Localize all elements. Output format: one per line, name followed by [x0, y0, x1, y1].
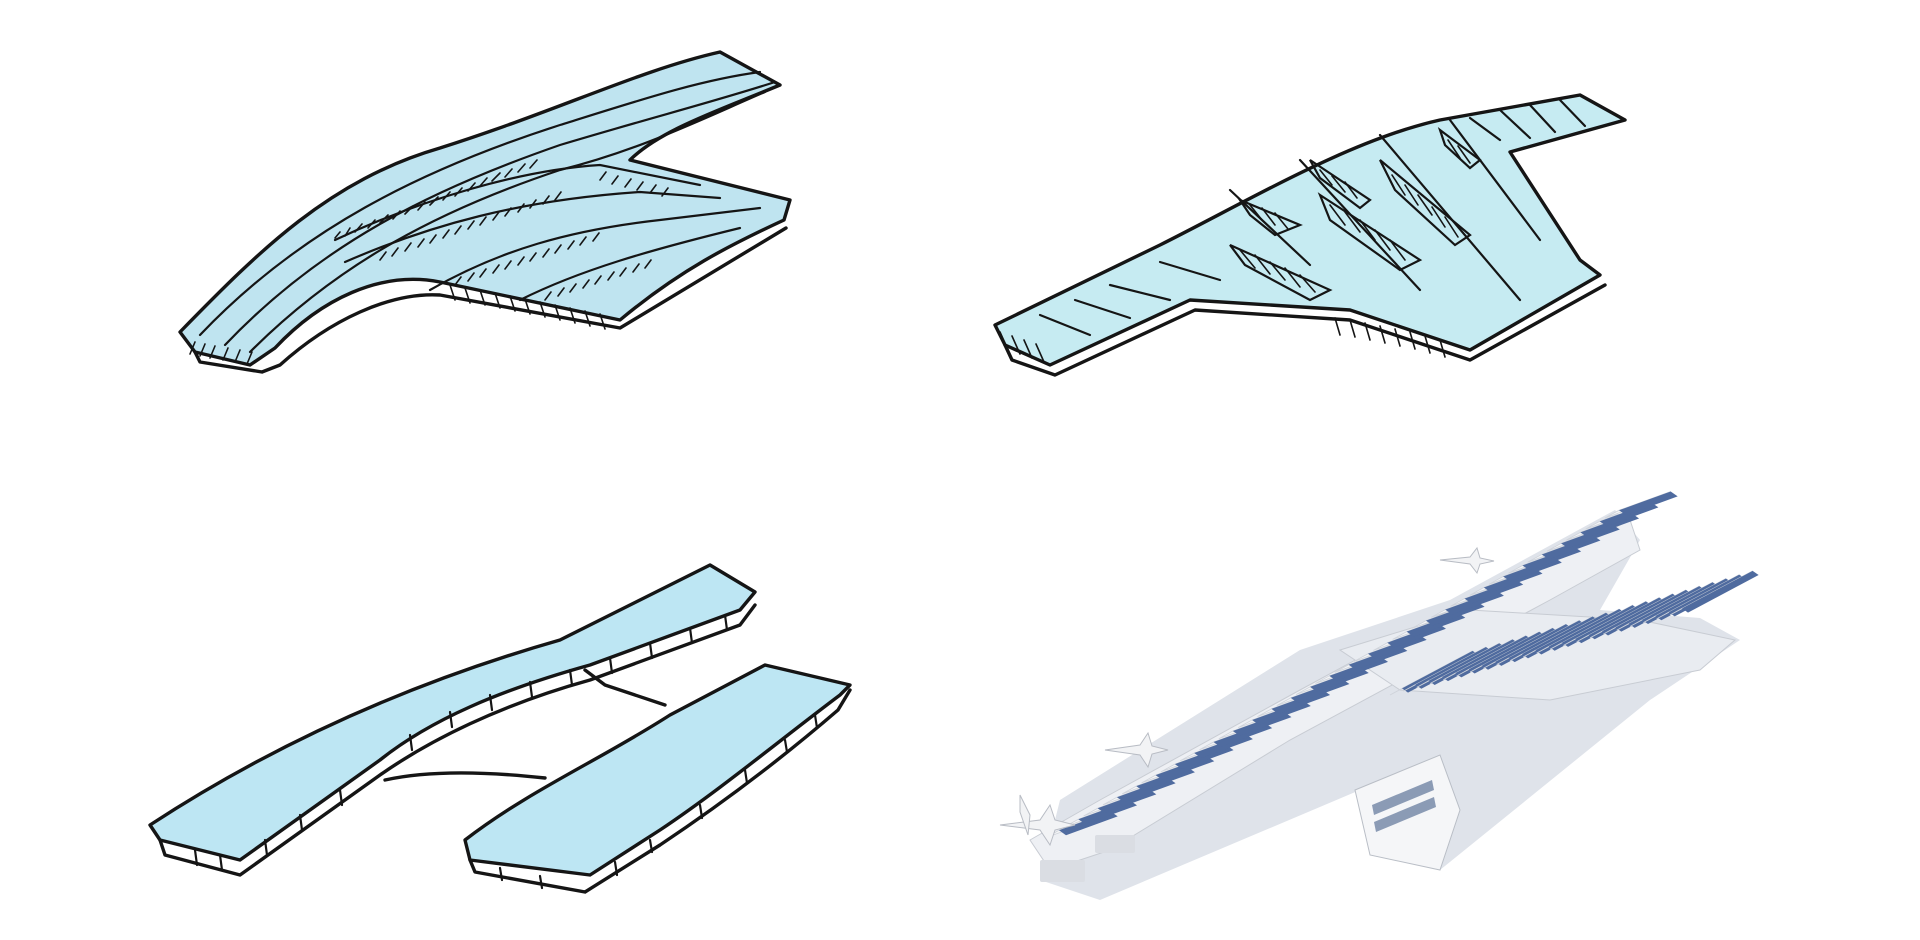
sketch-1-rib — [248, 90, 767, 354]
sketch-1-rib — [223, 80, 777, 347]
sketch-3-slab-second-ribs — [498, 713, 819, 890]
sketch-2-skylights — [999, 127, 1482, 363]
sketch-3-slab-second-fill — [465, 665, 850, 875]
sketch-curved-wing — [178, 50, 792, 374]
roof-rib-shade — [1619, 491, 1678, 516]
render-lower-block-windows — [1372, 780, 1436, 832]
sketch-1-rib — [428, 206, 762, 292]
sketch-3-slab-main-edge — [158, 603, 757, 877]
roof-rib-shade — [1682, 570, 1759, 613]
render-sawtooth-ribs — [1044, 491, 1759, 839]
sketch-1-rib — [518, 226, 742, 302]
sketch-2-outline — [993, 93, 1627, 367]
sketch-1-roof-fill — [180, 52, 790, 365]
render-base-shadow — [1040, 510, 1740, 900]
sketch-3-slab-main-fill — [150, 565, 755, 860]
aircraft-icon — [1439, 546, 1495, 575]
sketch-two-slabs — [148, 563, 852, 894]
sketch-2-roof-fill — [995, 95, 1625, 365]
sketch-3-slab-second-edge — [468, 688, 852, 894]
sketch-1-outline — [178, 50, 792, 367]
sketch-2-edge — [1003, 283, 1607, 377]
sketch-angular-plan — [993, 93, 1627, 377]
render-sawtooth-roof — [999, 491, 1759, 900]
sketch-1-rib — [198, 70, 762, 337]
sketch-3-slab-main-ribs — [193, 613, 729, 872]
sketch-3-slab-second-outline — [463, 663, 852, 877]
sketch-3-connector — [383, 668, 667, 782]
aircraft-icon — [999, 794, 1076, 847]
sketch-1-skylight-hatch — [189, 159, 669, 365]
sketch-3-slab-main-outline — [148, 563, 757, 862]
terminal-edge-figures — [1040, 835, 1135, 882]
sketch-1-edge-thickness — [193, 226, 788, 374]
aircraft-icon — [1104, 731, 1169, 769]
sketch-1-rib — [343, 190, 722, 264]
